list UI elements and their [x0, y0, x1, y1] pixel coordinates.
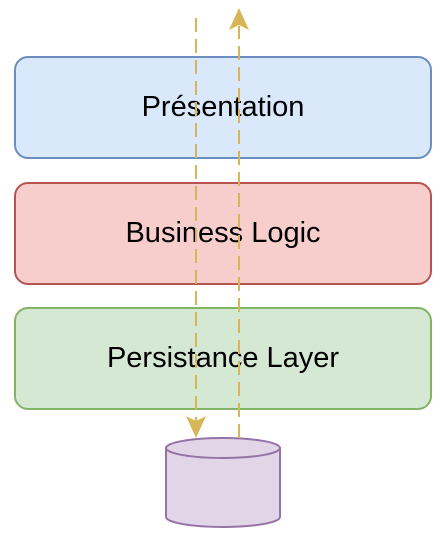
presentation-layer-label: Présentation	[141, 91, 305, 123]
persistence-layer-label: Persistance Layer	[106, 342, 340, 374]
database-cylinder-icon[interactable]	[165, 437, 281, 528]
business-logic-layer-label: Business Logic	[125, 217, 321, 249]
business-logic-layer-box[interactable]: Business Logic	[14, 182, 432, 285]
database-top	[165, 437, 281, 459]
downward-arrowhead	[186, 416, 206, 438]
database-body	[165, 448, 281, 528]
presentation-layer-box[interactable]: Présentation	[14, 56, 432, 159]
upward-arrowhead	[229, 8, 249, 30]
persistence-layer-box[interactable]: Persistance Layer	[14, 307, 432, 410]
